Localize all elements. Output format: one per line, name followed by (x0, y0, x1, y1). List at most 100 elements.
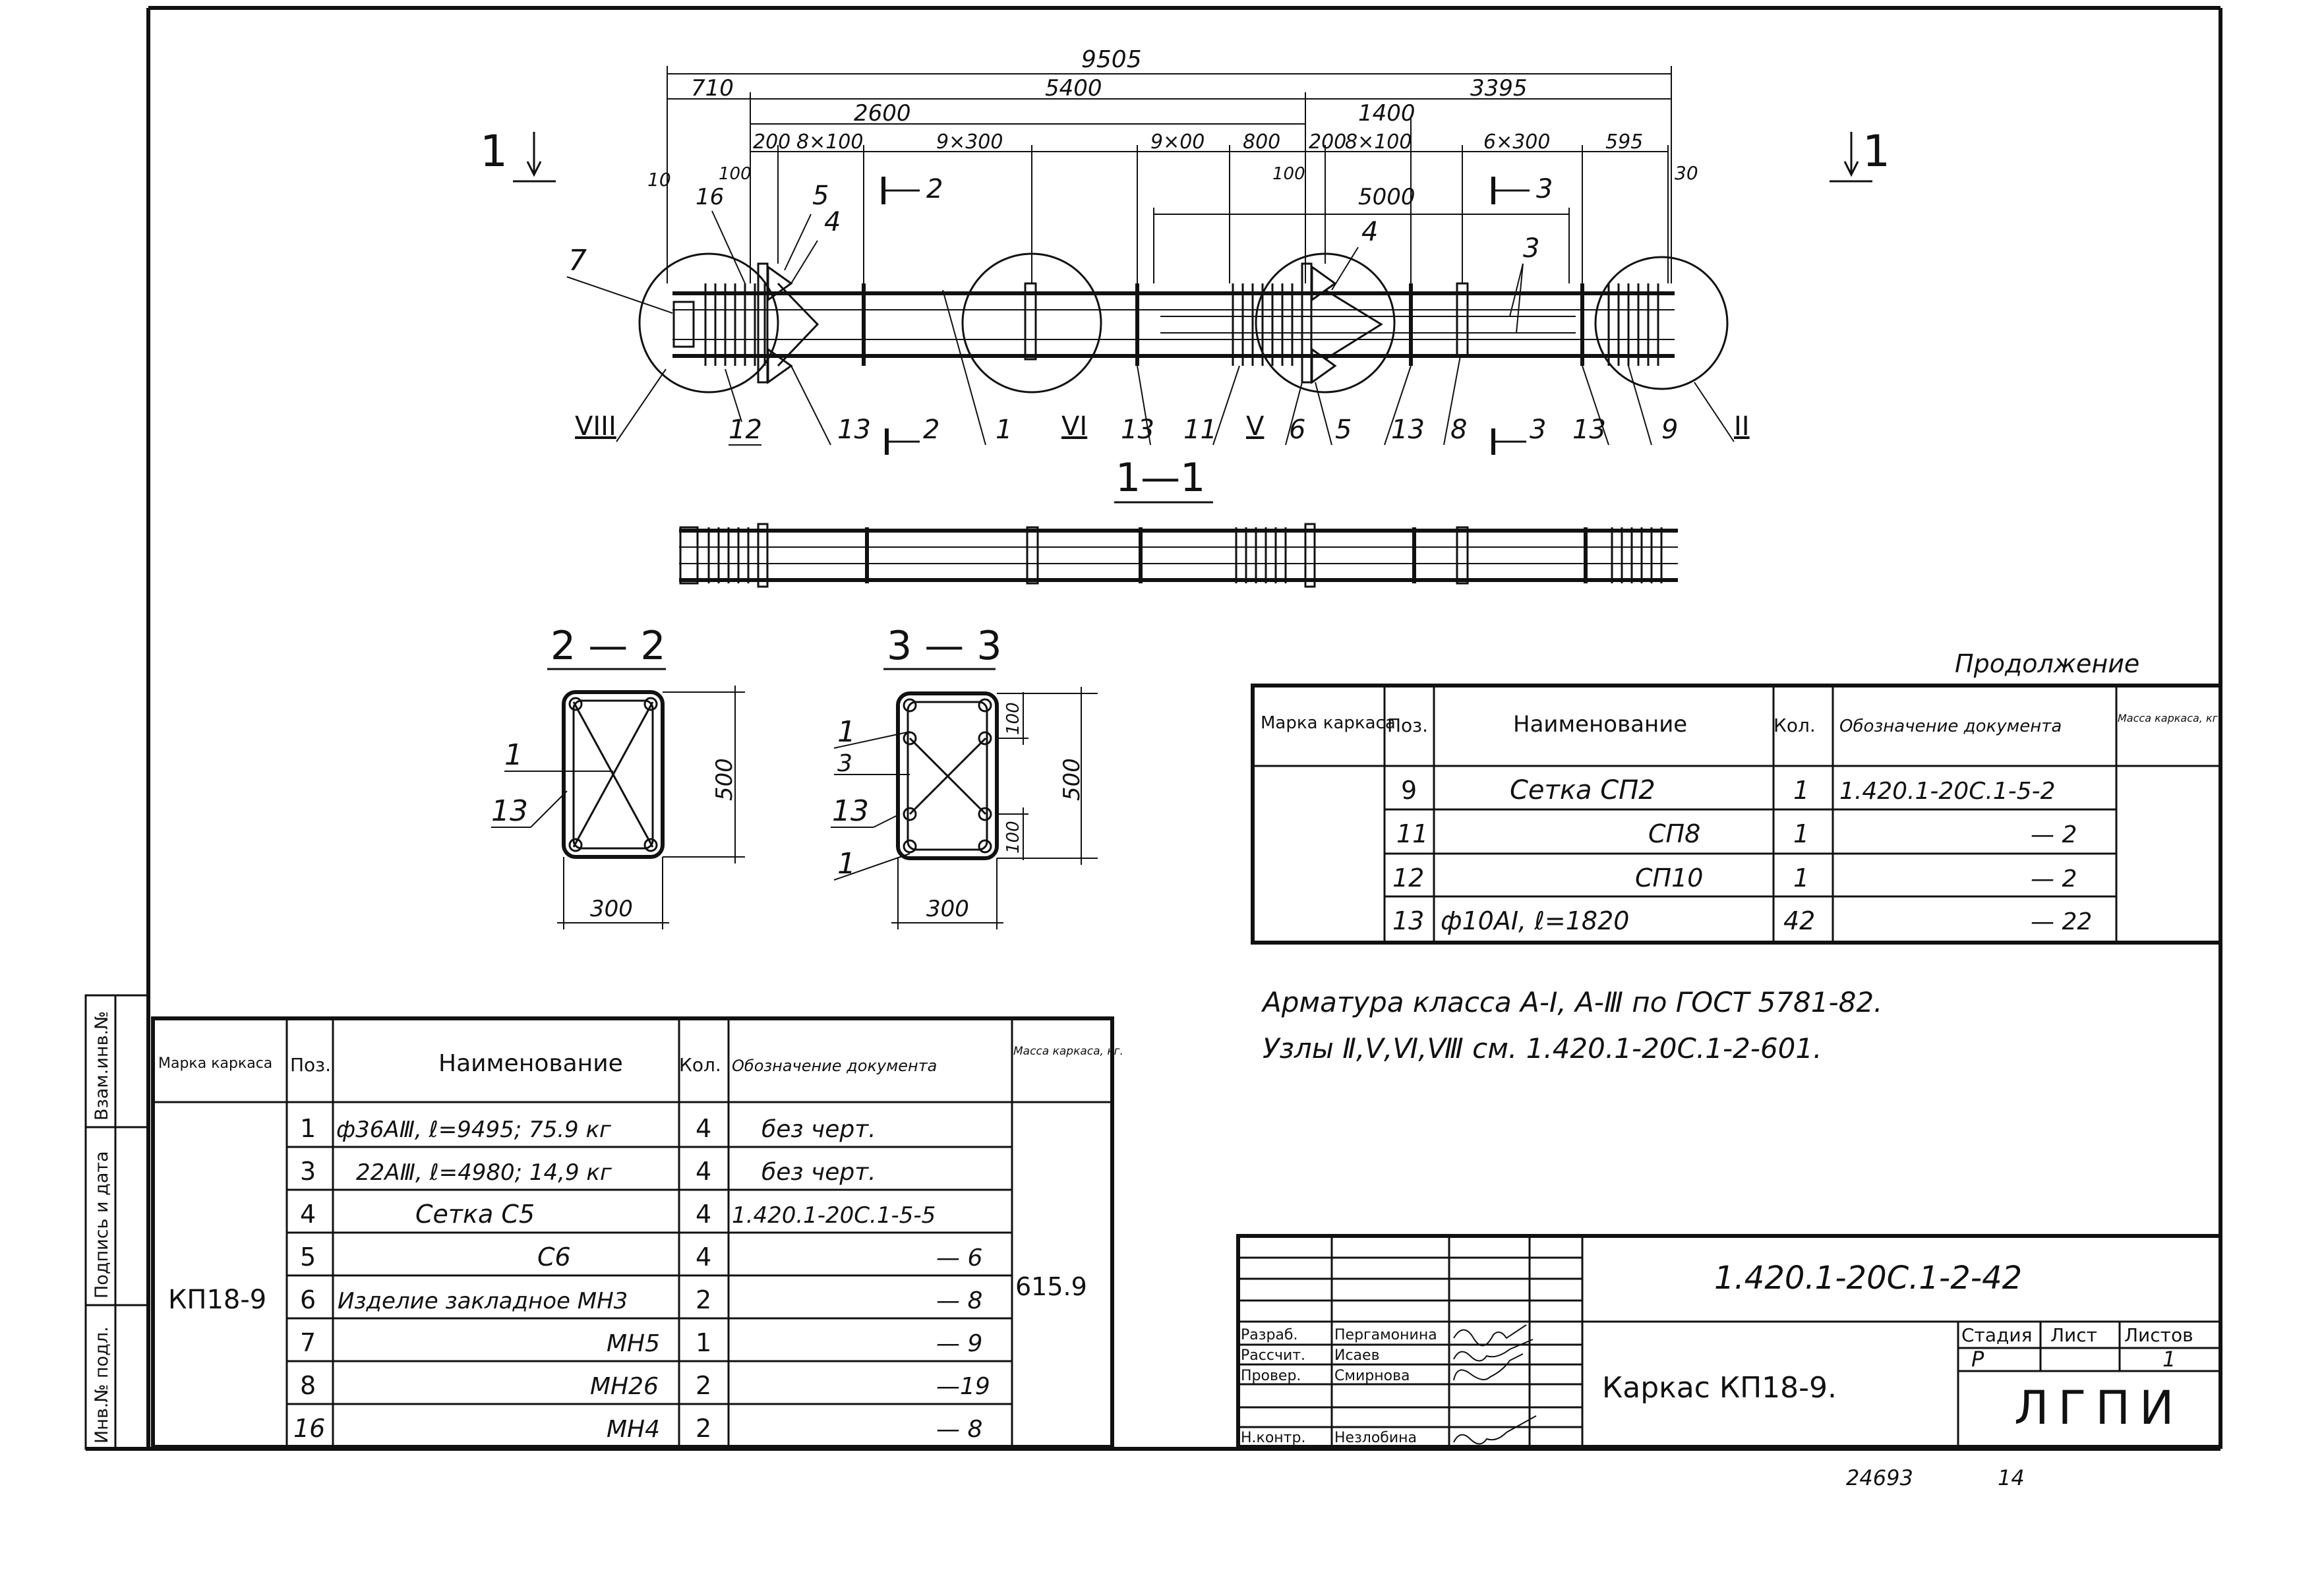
spec-main-h-name: Наименование (438, 1050, 623, 1077)
spec-cont-h-name: Наименование (1513, 711, 1687, 738)
right-stirrups (1607, 283, 1659, 366)
callouts: 7 16 5 4 12 13 1 13 11 6 5 13 8 (566, 181, 1678, 446)
spec-main-h-mark: Марка каркаса (158, 1055, 272, 1072)
dim-200-b: 200 (1309, 131, 1346, 154)
callout-12: 12 (729, 415, 762, 445)
cut-2-bottom: 2 (923, 415, 939, 445)
spec-main-name: Изделие закладное МН3 (338, 1288, 628, 1314)
spec-cont-h-pos: Поз. (1387, 715, 1428, 736)
notes: Арматура класса А-Ⅰ, А-Ⅲ по ГОСТ 5781-82… (1261, 986, 1882, 1065)
spec-cont-name: СП8 (1648, 819, 1700, 848)
spec-cont-name: СП10 (1635, 863, 1703, 892)
s33-label-3: 3 (837, 750, 852, 777)
node-label-viii: VIII (575, 411, 616, 442)
spec-cont-name: ф10АⅠ, ℓ=1820 (1441, 906, 1629, 935)
role-rasschit: Рассчит. (1241, 1347, 1305, 1364)
cut-markers: 2 2 3 3 (881, 174, 1553, 455)
spec-main-mass: 615.9 (1015, 1272, 1087, 1301)
dim-5000: 5000 (1358, 184, 1415, 210)
name-prover: Смирнова (1334, 1368, 1410, 1384)
dim-left-zone: 2600 (854, 100, 911, 127)
elevation-view: 1 1 (480, 46, 1890, 455)
view-mark-right: 1 (1862, 126, 1890, 177)
callout-6: 6 (1289, 415, 1305, 445)
section-2-2: 2 — 2 1 13 500 300 (491, 623, 745, 929)
spec-main-name: Сетка С5 (415, 1200, 535, 1229)
dim-right-zone: 1400 (1358, 100, 1415, 127)
callout-4-mid: 4 (1361, 217, 1378, 247)
spec-main-h-qty: Кол. (679, 1054, 721, 1076)
sheets-value: 1 (2162, 1347, 2176, 1372)
spec-main-h-pos: Поз. (290, 1054, 331, 1076)
callout-13-c: 13 (1391, 415, 1425, 445)
spec-cont-qty: 42 (1783, 906, 1815, 935)
stamp-sign-date: Подпись и дата (92, 1151, 112, 1299)
callout-16: 16 (696, 184, 724, 210)
spec-main-doc: — 8 (936, 1416, 982, 1443)
spec-main-mark: КП18-9 (168, 1285, 266, 1315)
spec-main-doc: без черт. (761, 1116, 876, 1143)
cut-3-top: 3 (1536, 174, 1553, 204)
dim-middle: 5400 (1045, 75, 1102, 102)
node-label-vi: VI (1061, 411, 1087, 442)
callout-3: 3 (1523, 233, 1539, 264)
spec-cont-h-mass: Масса каркаса, кг. (2118, 712, 2221, 724)
spec-main-pos: 3 (300, 1157, 316, 1186)
dim-overall: 9505 (1081, 46, 1142, 73)
spec-main-qty: 4 (696, 1157, 711, 1186)
stamp-vzam-inv: Взам.инв.№ (92, 1011, 112, 1121)
dim-9x00: 9×00 (1150, 131, 1205, 154)
org-name: ЛГПИ (2014, 1381, 2183, 1435)
note-1: Арматура класса А-Ⅰ, А-Ⅲ по ГОСТ 5781-82… (1261, 986, 1882, 1018)
spec-main-rows: 1 ф36АⅢ, ℓ=9495; 75.9 кг 4 без черт. 3 2… (293, 1114, 990, 1443)
spec-main-qty: 2 (696, 1371, 711, 1400)
s22-dim-500: 500 (711, 758, 738, 801)
role-razrab: Разраб. (1241, 1327, 1297, 1343)
spec-main-qty: 2 (696, 1414, 711, 1443)
spec-main-pos: 5 (300, 1243, 316, 1272)
callout-5-top: 5 (812, 181, 829, 211)
dim-right-end: 3395 (1470, 75, 1528, 102)
dimension-lines (667, 66, 1672, 283)
section-1-1-stirrups (707, 523, 1663, 588)
spec-main-pos: 4 (300, 1200, 316, 1229)
middle-stirrups (1232, 283, 1294, 366)
sheet-title: Каркас КП18-9. (1602, 1371, 1837, 1405)
spec-main-pos: 8 (300, 1371, 316, 1400)
spec-cont-h-qty: Кол. (1773, 715, 1816, 736)
spec-cont-qty: 1 (1793, 863, 1809, 892)
spec-main-doc: —19 (936, 1373, 990, 1400)
s33-label-13: 13 (832, 794, 869, 828)
spec-main-qty: 2 (696, 1285, 711, 1314)
dim-9x300: 9×300 (936, 131, 1003, 154)
spec-main-name: МН4 (607, 1416, 660, 1443)
doc-code: 1.420.1-20С.1-2-42 (1714, 1260, 2022, 1297)
footer-page: 14 (1998, 1465, 2025, 1490)
dim-8x100-b: 8×100 (1345, 131, 1412, 154)
callout-1: 1 (996, 415, 1012, 445)
dim-left-end: 710 (691, 75, 734, 102)
spec-main-qty: 4 (696, 1114, 711, 1143)
node-circle-viii (638, 252, 779, 394)
node-circle-v (1255, 252, 1396, 394)
dim-100-a: 100 (719, 164, 752, 184)
cut-3-bottom: 3 (1530, 415, 1546, 445)
spec-main-qty: 4 (696, 1243, 711, 1272)
left-stirrups (704, 283, 766, 366)
sheets-header: Листов (2124, 1324, 2193, 1346)
callout-7: 7 (568, 244, 587, 278)
spec-main-qty: 1 (696, 1328, 711, 1357)
spec-main-name: 22АⅢ, ℓ=4980; 14,9 кг (356, 1159, 612, 1186)
node-labels: VIII VI V II (575, 368, 1750, 442)
s33-dim-100-bot: 100 (1003, 821, 1023, 854)
spec-main-h-mass: Масса каркаса, кг. (1013, 1045, 1123, 1058)
callout-5-bottom: 5 (1335, 415, 1352, 445)
spec-main-pos: 16 (293, 1414, 325, 1443)
spec-main-pos: 1 (300, 1114, 316, 1143)
spec-main-doc: — 9 (936, 1330, 982, 1357)
spec-main-qty: 4 (696, 1200, 711, 1229)
spec-main-name: МН26 (590, 1373, 659, 1400)
spec-cont-doc: 1.420.1-20С.1-5-2 (1839, 778, 2055, 805)
spec-main-doc: — 8 (936, 1287, 982, 1314)
spec-main-name: С6 (537, 1243, 571, 1272)
